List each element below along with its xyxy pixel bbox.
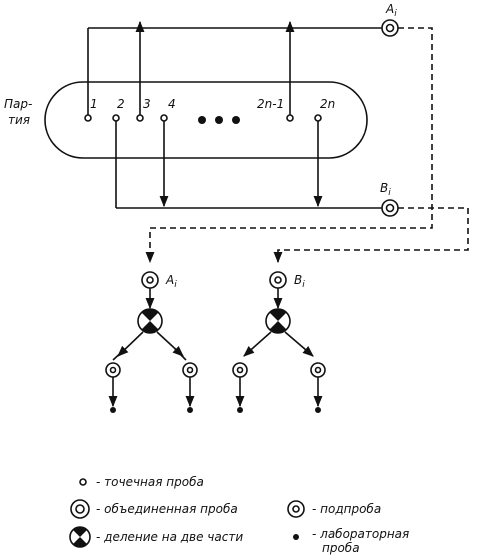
label-b-top: Bi [380,181,391,198]
legend-point-sample-icon [79,478,87,486]
dashed-transfer-b [273,207,469,264]
arrow-b-right [284,331,314,357]
batch-label-line1: Пар- [4,97,32,111]
label-a-bottom: Ai [165,273,177,290]
legend-combined-sample-text: - объединенная проба [96,502,238,516]
subsample-a-left-inner [109,366,117,374]
point-sample-4 [160,114,168,122]
subsample-a-inner [146,276,154,284]
legend-subsample-icon [287,500,305,518]
combined-sample-a [381,19,399,37]
legend-lab-sample-text-line1: - лабораторная [312,527,409,541]
increment-label-3: 3 [143,97,151,111]
legend-split-icon [69,526,91,548]
increment-label-1: 1 [90,97,98,111]
legend: - точечная проба - объединенная проба - … [69,475,409,555]
increment-label-4: 4 [168,97,176,111]
lab-sample-b-left [237,407,243,413]
legend-split-text: - деление на две части [96,530,243,544]
legend-subsample-text: - подпроба [312,502,381,516]
branch-a-right-connector [174,348,187,361]
point-sample-2 [112,114,120,122]
subsample-b-right-inner [314,366,322,374]
lab-sample-a-left [110,407,116,413]
point-sample-2n-1 [286,114,294,122]
legend-combined-sample-icon [70,499,90,519]
ellipsis-dot [198,116,206,124]
ellipsis-dot [215,116,223,124]
subsample-a-left [105,362,121,378]
increment-label-2: 2 [117,97,125,111]
lab-sample-a-right [187,407,193,413]
legend-point-sample-text: - точечная проба [96,475,204,489]
batch-label-line2: тия [8,113,30,127]
point-sample-2n [314,114,322,122]
arrow-b-left [243,331,272,357]
subsample-a-right [182,362,198,378]
subsample-b-inner [274,276,282,284]
split-icon-b [265,308,291,334]
split-icon-a [137,308,163,334]
legend-lab-sample-text-line2: проба [322,541,360,555]
subsample-a [141,271,159,289]
label-b-bottom: Bi [294,273,305,290]
subsample-b-right [310,362,326,378]
point-sample-1 [84,114,92,122]
point-sample-3 [136,114,144,122]
legend-combined-sample-inner [75,504,85,514]
branch-a-left-connector [112,348,126,361]
subsample-b-left-inner [236,366,244,374]
legend-subsample-inner [292,505,300,513]
increment-label-2n-1: 2n-1 [257,97,284,111]
combined-sample-b [381,199,399,217]
subsample-a-right-inner [186,366,194,374]
lab-sample-b-right [315,407,321,413]
label-a-top: Ai [385,2,397,19]
combined-sample-a-inner [385,23,395,33]
increment-label-2n: 2n [320,97,335,111]
ellipsis-dot [232,116,240,124]
legend-lab-sample-icon [293,534,299,540]
batch-container [44,81,368,159]
dashed-transfer-a [145,27,433,264]
combined-sample-b-inner [385,203,395,213]
subsample-b [269,271,287,289]
subsample-b-left [232,362,248,378]
